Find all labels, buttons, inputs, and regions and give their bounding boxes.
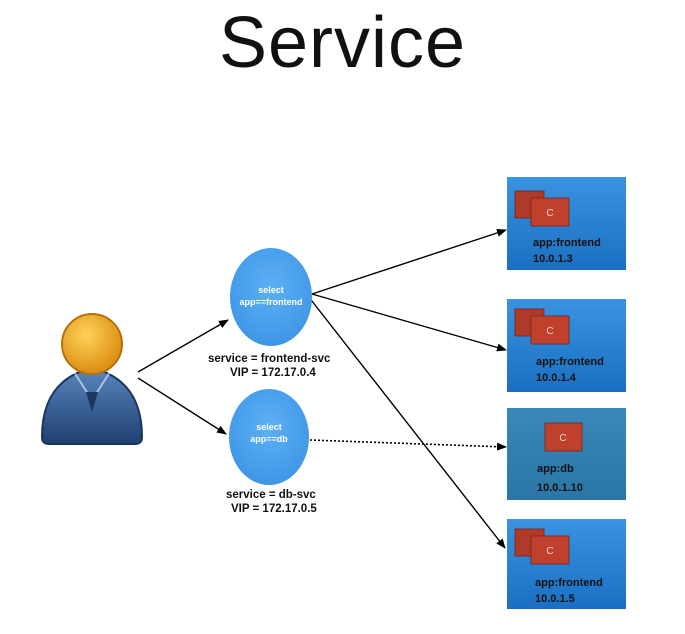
pod-ip: 10.0.1.4 bbox=[536, 372, 577, 384]
pod-label: app:db bbox=[537, 463, 574, 475]
container-label: C bbox=[559, 433, 566, 444]
pod-frontend-1: C app:frontend 10.0.1.3 bbox=[507, 177, 626, 270]
service-db-select-label: select bbox=[256, 422, 282, 432]
service-frontend-selector: app==frontend bbox=[239, 297, 302, 307]
service-frontend: select app==frontend bbox=[230, 248, 312, 346]
arrow-frontend-svc-to-pod-1 bbox=[311, 229, 507, 295]
pod-ip: 10.0.1.3 bbox=[533, 253, 573, 265]
arrow-frontend-svc-to-pod-4 bbox=[307, 295, 506, 549]
pod-db: C app:db 10.0.1.10 bbox=[507, 408, 626, 500]
pod-label: app:frontend bbox=[533, 237, 601, 249]
service-frontend-info: service = frontend-svc VIP = 172.17.0.4 bbox=[208, 352, 330, 380]
pod-frontend-3: C app:frontend 10.0.1.5 bbox=[507, 519, 626, 609]
container-icon bbox=[530, 197, 570, 227]
pod-frontend-2: C app:frontend 10.0.1.4 bbox=[507, 299, 626, 392]
pod-label: app:frontend bbox=[535, 577, 603, 589]
service-frontend-vip: VIP = 172.17.0.4 bbox=[230, 367, 316, 379]
pod-label: app:frontend bbox=[536, 356, 604, 368]
service-db-selector: app==db bbox=[250, 434, 288, 444]
arrow-user-to-frontend-svc bbox=[137, 319, 229, 373]
pod-ip: 10.0.1.10 bbox=[537, 482, 583, 494]
connectors bbox=[137, 229, 507, 549]
user-icon bbox=[40, 313, 144, 445]
container-icon bbox=[530, 535, 570, 565]
container-label: C bbox=[546, 546, 553, 557]
service-db-vip: VIP = 172.17.0.5 bbox=[231, 503, 317, 515]
container-icon bbox=[544, 422, 583, 452]
pod-ip: 10.0.1.5 bbox=[535, 593, 575, 605]
arrow-user-to-db-svc bbox=[137, 377, 227, 435]
arrow-frontend-svc-to-pod-2 bbox=[311, 293, 507, 352]
diagram-title: Service bbox=[218, 3, 467, 83]
service-db: select app==db bbox=[229, 389, 309, 485]
arrow-db-svc-to-db-pod bbox=[309, 439, 507, 451]
service-frontend-name: service = frontend-svc bbox=[208, 353, 331, 365]
container-icon bbox=[530, 315, 570, 345]
container-label: C bbox=[546, 208, 553, 219]
service-db-info: service = db-svc VIP = 172.17.0.5 bbox=[226, 488, 317, 516]
service-db-name: service = db-svc bbox=[226, 489, 316, 501]
container-label: C bbox=[546, 326, 553, 337]
service-frontend-select-label: select bbox=[258, 285, 284, 295]
